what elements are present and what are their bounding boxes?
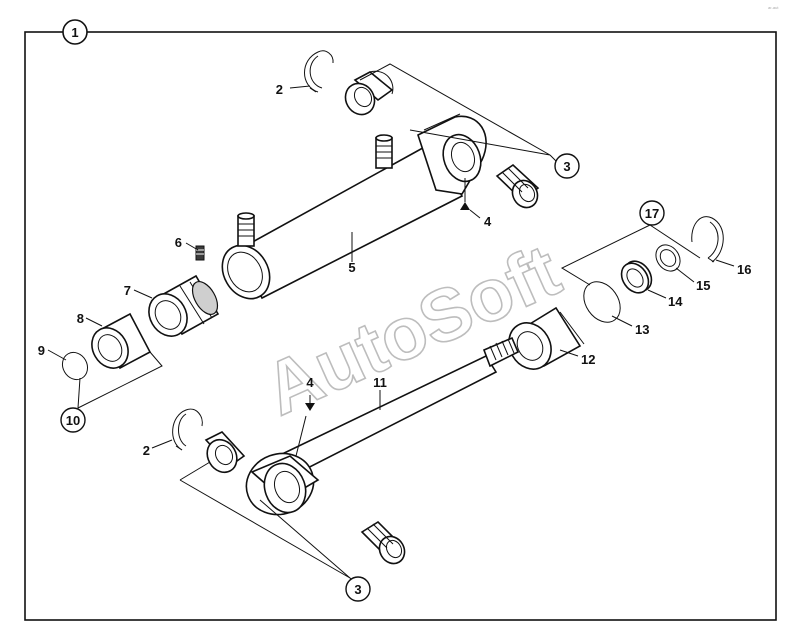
cylinder-barrel (221, 134, 464, 300)
callout-2-bottom: 2 (143, 443, 150, 458)
callout-11: 11 (373, 375, 387, 390)
callout-10: 10 (66, 413, 80, 428)
snap-ring-bottom (172, 408, 203, 451)
triangle-marker-top (460, 202, 470, 210)
callout-6: 6 (175, 235, 182, 250)
callout-9: 9 (38, 343, 45, 358)
bushing-bottom (204, 431, 246, 474)
callout-17: 17 (645, 206, 659, 221)
callout-12: 12 (581, 352, 595, 367)
wear-ring (620, 260, 653, 294)
callout-5: 5 (348, 260, 355, 275)
callout-15: 15 (696, 278, 710, 293)
assembly-label: 1 (62, 19, 88, 45)
pin-bottom (360, 520, 406, 565)
callout-14: 14 (668, 294, 683, 309)
callout-16: 16 (737, 262, 751, 277)
callout-labels: 2 3 4 5 6 7 8 9 10 4 11 12 13 14 15 16 1… (38, 82, 751, 602)
callout-3-bottom: 3 (354, 582, 361, 597)
diagram-frame (24, 31, 777, 621)
callout-4-top: 4 (484, 214, 492, 229)
gland-ring (91, 312, 152, 370)
bushing-top (344, 70, 394, 116)
corner-mark: ar-aut (768, 5, 779, 10)
gland-nut (148, 274, 220, 337)
callout-7: 7 (124, 283, 131, 298)
backup-ring (655, 244, 681, 272)
piston-seal (583, 281, 621, 323)
seal-ring-small (61, 351, 89, 381)
callout-8: 8 (77, 311, 84, 326)
snap-ring-piston (691, 216, 724, 263)
snap-ring-top (304, 50, 334, 93)
leader-lines (47, 63, 735, 585)
callout-2-top: 2 (276, 82, 283, 97)
callout-13: 13 (635, 322, 649, 337)
clevis-head-top (417, 113, 487, 195)
rod-eye (245, 452, 320, 516)
pin-top (495, 163, 540, 209)
grease-fitting (195, 245, 205, 261)
callout-3-top: 3 (563, 159, 570, 174)
callout-4-bottom: 4 (306, 375, 314, 390)
assembly-label-text: 1 (71, 25, 78, 40)
